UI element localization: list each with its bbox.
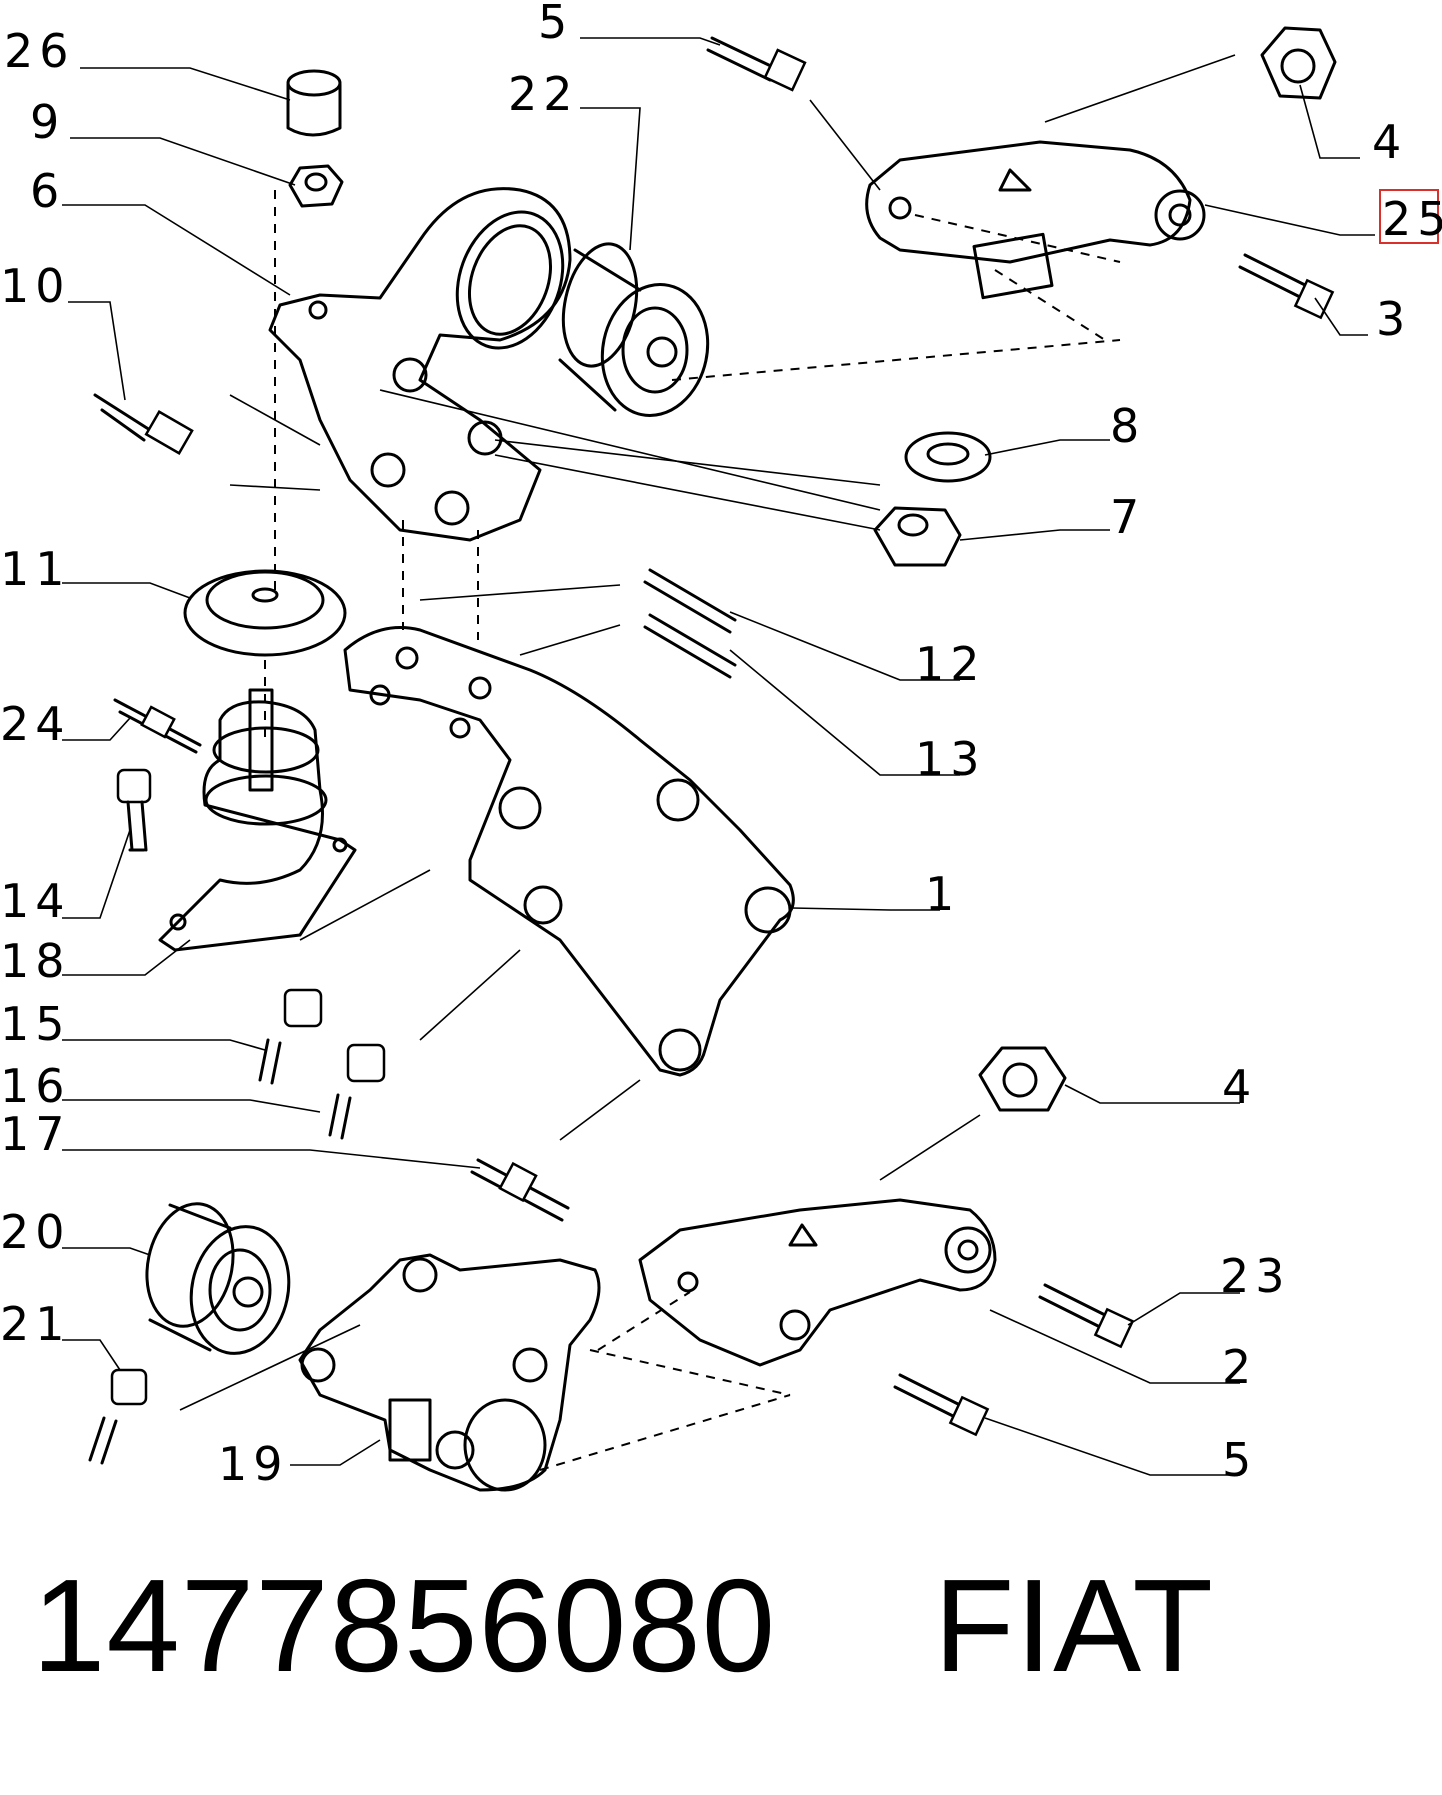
part-number: 1477856080 [32,1552,777,1699]
assembly-lines [179,54,1236,1471]
callout-12: 12 [915,637,986,691]
part-2-torque-rod [638,1198,997,1367]
callout-26: 26 [4,24,75,78]
part-25-torque-rod [865,140,1206,300]
callout-18: 18 [0,934,71,988]
part-16-bolt [328,1043,386,1140]
callout-25: 25 [1382,192,1442,246]
part-10-bolt [93,393,194,455]
callout-4-bottom: 4 [1222,1060,1257,1114]
callout-10: 10 [0,259,71,313]
part-14-bolt [116,768,152,852]
leader-lines [62,37,1375,1476]
callout-2: 2 [1222,1340,1257,1394]
part-9-nut [288,164,344,208]
callout-15: 15 [0,997,71,1051]
callout-19: 19 [218,1437,289,1491]
part-7-nut [873,506,962,567]
callout-11: 11 [0,542,71,596]
callout-20: 20 [0,1205,71,1259]
callout-25-highlight [1379,189,1439,244]
part-5-bolt-top [706,36,807,92]
part-3-bolt [1238,253,1335,320]
callout-4-top: 4 [1372,115,1407,169]
callout-5-top: 5 [538,0,573,49]
part-5-bolt-bottom [893,1373,990,1437]
part-1-support-arm [343,626,795,1077]
part-11-mount-plate [183,569,347,657]
callout-8: 8 [1110,399,1145,453]
callout-14: 14 [0,874,71,928]
callout-24: 24 [0,697,71,751]
callout-9: 9 [30,95,65,149]
callout-5-bottom: 5 [1222,1433,1257,1487]
part-13-stud [643,613,737,679]
callout-1: 1 [925,867,960,921]
part-23-bolt [1038,1283,1135,1349]
callout-16: 16 [0,1059,71,1113]
part-number-caption: 1477856080 FIAT [32,1560,1214,1692]
part-6-bracket [268,187,572,542]
callout-7: 7 [1110,490,1145,544]
part-20-bushing [145,1202,291,1355]
callout-labels: 26 9 6 10 11 24 14 18 15 16 17 20 21 19 … [0,0,1442,1491]
callout-21: 21 [0,1297,71,1351]
callout-23: 23 [1220,1249,1291,1303]
part-4-nut-bottom [978,1046,1067,1112]
part-8-washer [904,431,992,483]
callout-17: 17 [0,1107,71,1161]
part-24-stud [113,698,202,754]
callout-22: 22 [508,67,579,121]
brand-name: FIAT [933,1552,1214,1699]
callout-6: 6 [30,164,65,218]
part-18-engine-mount [158,688,357,952]
part-12-stud [643,568,737,634]
callout-3: 3 [1376,292,1411,346]
part-26-cap [286,69,342,137]
part-21-bolt [88,1368,148,1465]
callout-13: 13 [915,732,986,786]
part-19-bracket [298,1253,601,1492]
part-17-stud [470,1158,570,1222]
part-22-bushing [558,242,710,417]
part-15-bolt [258,988,323,1085]
part-4-nut-top [1260,26,1337,100]
